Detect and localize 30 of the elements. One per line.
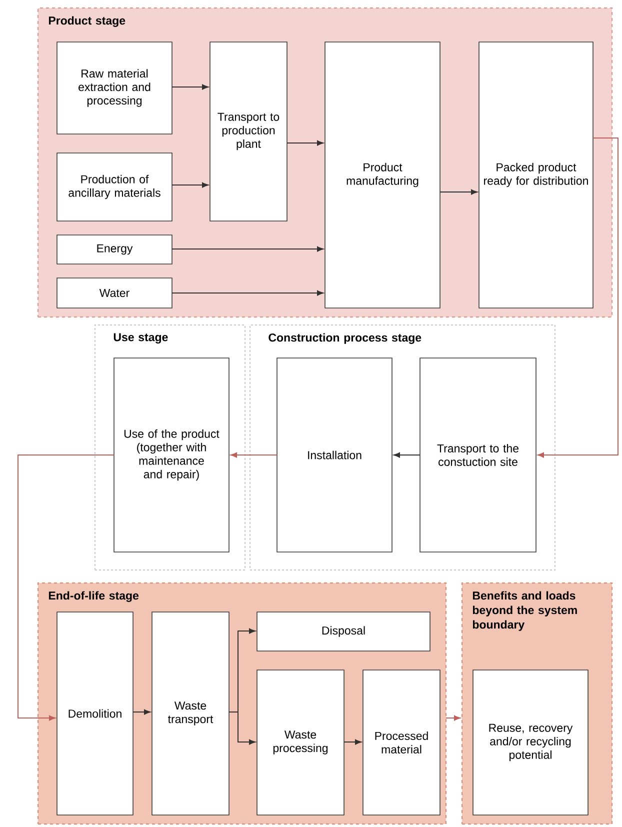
process-box: Energy: [56, 234, 172, 264]
process-box: Disposal: [256, 612, 430, 652]
arrow: [344, 739, 362, 745]
process-box: Reuse, recovery and/or recycling potential: [472, 670, 588, 816]
arrow: [230, 452, 278, 458]
arrow: [132, 709, 150, 715]
process-box: Production of ancillary materials: [56, 152, 172, 222]
arrow: [228, 712, 256, 745]
process-box: Waste processing: [256, 670, 344, 816]
arrow: [18, 454, 114, 721]
arrow: [172, 290, 324, 296]
process-box: Demolition: [56, 612, 134, 816]
process-box: Raw material extraction and processing: [56, 42, 172, 134]
arrow: [172, 246, 324, 252]
process-box: Product manufacturing: [324, 42, 440, 308]
process-box: Transport to production plant: [210, 42, 288, 222]
process-box: Water: [56, 278, 172, 308]
arrow: [440, 189, 478, 195]
arrow: [446, 715, 460, 721]
process-box: Packed product ready for distribution: [478, 42, 594, 308]
process-box: Waste transport: [152, 612, 230, 816]
process-box: Processed material: [362, 670, 440, 816]
arrow: [394, 452, 420, 458]
process-box: Installation: [276, 358, 392, 552]
arrow: [286, 140, 324, 146]
process-box: Use of the product (together with maintenance and repair): [114, 358, 230, 552]
arrow: [172, 182, 208, 188]
arrow: [172, 84, 208, 90]
arrow: [538, 138, 618, 458]
process-box: Transport to the constuction site: [420, 358, 536, 552]
